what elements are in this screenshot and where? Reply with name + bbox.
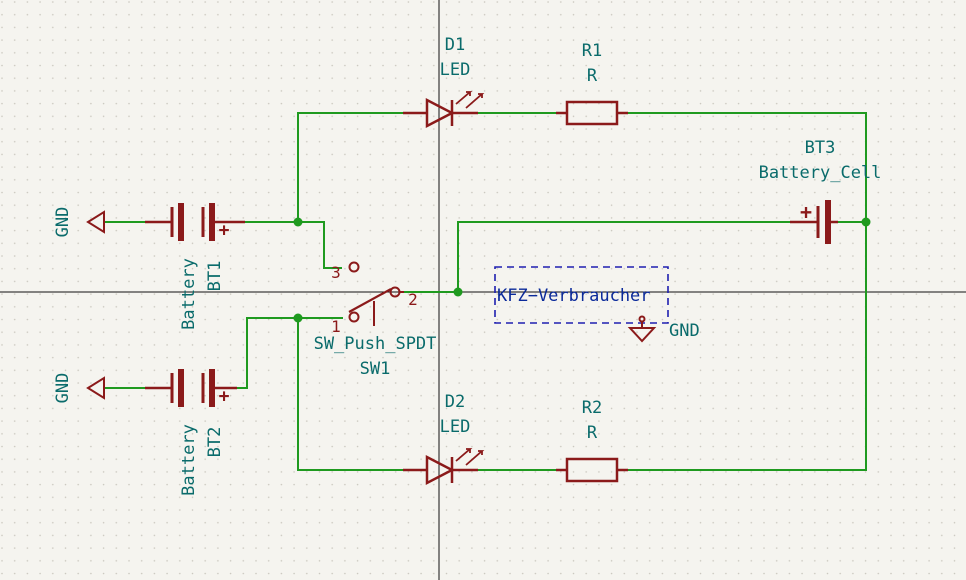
resistor-r1-symbol[interactable] <box>556 100 628 126</box>
gnd-right-icon[interactable] <box>627 315 657 343</box>
wire-r1-right <box>628 112 867 471</box>
junction-dot <box>861 217 871 227</box>
gnd-left-bottom-label: GND <box>53 373 73 404</box>
wire-left-down <box>297 318 403 471</box>
bt1-ref: BT1 <box>205 261 225 292</box>
r2-ref: R2 <box>582 398 602 418</box>
d1-value: LED <box>440 60 471 80</box>
r2-value: R <box>587 423 598 443</box>
junction-dot <box>293 217 303 227</box>
bt3-plus: + <box>800 200 812 224</box>
battery-bt2-symbol[interactable] <box>145 369 237 407</box>
r1-ref: R1 <box>582 41 602 61</box>
bt1-plus: + <box>219 220 230 241</box>
gnd-right-label: GND <box>669 321 700 341</box>
junction-dot <box>293 313 303 323</box>
d1-ref: D1 <box>445 35 465 55</box>
bt3-value: Battery_Cell <box>759 163 882 183</box>
wire-to-sw3 <box>298 221 342 269</box>
sw1-pin3-label: 3 <box>331 263 341 282</box>
wire-top <box>297 112 403 222</box>
bt2-value: Battery <box>179 424 199 496</box>
sw1-value: SW_Push_SPDT <box>314 334 437 354</box>
resistor-r2-symbol[interactable] <box>556 457 628 483</box>
gnd-left-top-label: GND <box>53 207 73 238</box>
sw1-pin1-label: 1 <box>331 317 341 336</box>
bt1-value: Battery <box>179 258 199 330</box>
d2-ref: D2 <box>445 392 465 412</box>
led-d1-symbol[interactable] <box>403 91 485 129</box>
bt3-ref: BT3 <box>805 138 836 158</box>
battery-bt1-symbol[interactable] <box>145 203 245 241</box>
wire-bt3 <box>457 221 790 292</box>
bt2-ref: BT2 <box>205 427 225 458</box>
gnd-left-bottom-icon[interactable] <box>86 376 105 400</box>
led-d2-symbol[interactable] <box>403 448 485 486</box>
d2-value: LED <box>440 417 471 437</box>
r1-value: R <box>587 66 598 86</box>
battery-bt3-symbol[interactable] <box>790 200 838 244</box>
sw1-ref: SW1 <box>360 359 391 379</box>
bt2-plus: + <box>219 386 230 407</box>
switch-sw1-symbol[interactable] <box>348 261 404 327</box>
gnd-left-top-icon[interactable] <box>86 210 105 234</box>
net-label-box[interactable] <box>494 266 669 324</box>
sw1-pin2-label: 2 <box>408 290 418 309</box>
junctions <box>293 217 871 323</box>
wires[interactable] <box>104 112 867 471</box>
net-label-load: KFZ−Verbraucher <box>497 286 651 306</box>
junction-dot <box>453 287 463 297</box>
